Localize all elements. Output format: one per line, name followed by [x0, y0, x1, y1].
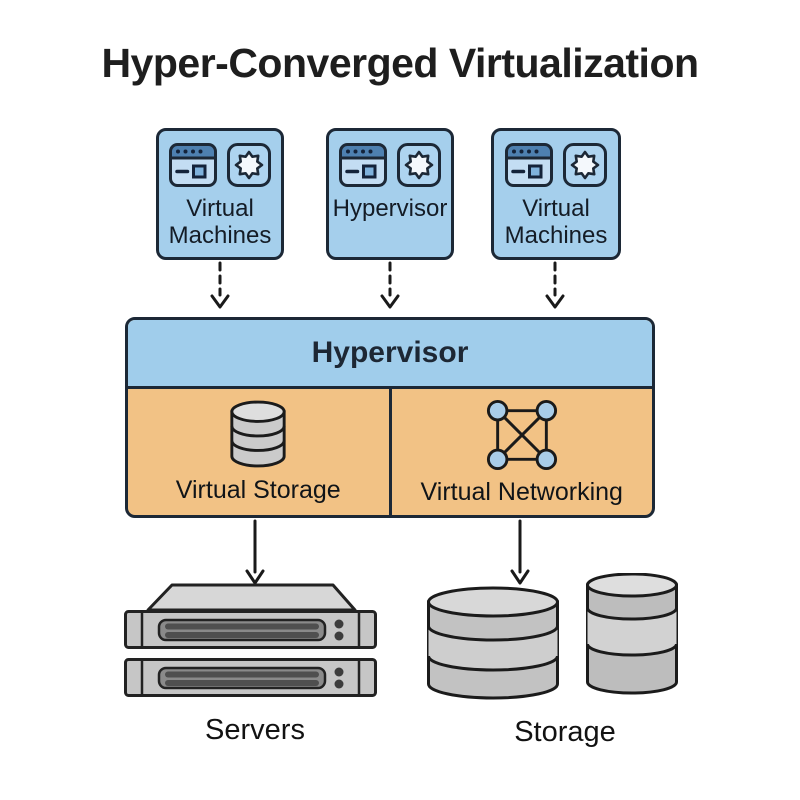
rack-servers-icon	[123, 582, 379, 704]
icon-row	[339, 143, 441, 187]
solid-arrow-servers	[245, 519, 265, 585]
storage-cylinders-icon	[420, 573, 682, 703]
hypervisor-container: Hypervisor Virtual Storage	[125, 317, 655, 518]
virtual-storage-label: Virtual Storage	[175, 476, 341, 504]
hypervisor-header: Hypervisor	[128, 320, 652, 389]
page-title: Hyper-Converged Virtualization	[101, 40, 699, 86]
dashed-arrow-middle	[380, 261, 400, 309]
app-window-icon	[169, 143, 217, 187]
cell-divider	[388, 389, 392, 515]
network-graph-icon	[485, 398, 559, 472]
top-box-virtual-machines-2: Virtual Machines	[491, 128, 621, 260]
dashed-arrow-right	[545, 261, 565, 309]
dashed-arrow-left	[210, 261, 230, 309]
top-box-label: Virtual Machines	[168, 195, 272, 249]
servers-label: Servers	[205, 714, 305, 746]
top-box-hypervisor: Hypervisor	[326, 128, 454, 260]
hypervisor-body: Virtual Storage	[128, 389, 652, 515]
virtual-storage-cell: Virtual Storage	[128, 389, 389, 515]
virtual-networking-cell: Virtual Networking	[392, 389, 653, 515]
app-window-icon	[339, 143, 387, 187]
storage-label: Storage	[514, 716, 616, 748]
top-box-virtual-machines-1: Virtual Machines	[156, 128, 284, 260]
starburst-icon	[397, 143, 441, 187]
starburst-icon	[227, 143, 271, 187]
virtual-networking-label: Virtual Networking	[420, 478, 623, 506]
app-window-icon	[505, 143, 553, 187]
hypervisor-title: Hypervisor	[311, 336, 469, 369]
icon-row	[505, 143, 607, 187]
icon-row	[169, 143, 271, 187]
top-box-label: Hypervisor	[332, 195, 448, 222]
database-icon	[227, 398, 289, 470]
top-box-label: Virtual Machines	[504, 195, 608, 249]
starburst-icon	[563, 143, 607, 187]
